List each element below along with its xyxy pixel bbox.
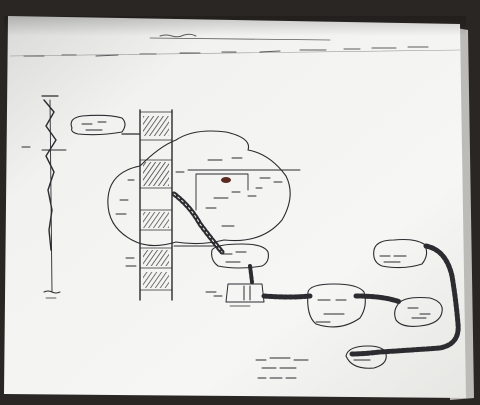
top-shadow: [4, 16, 466, 36]
paper-sheet: [4, 16, 466, 398]
vertical-connector: [250, 266, 252, 282]
